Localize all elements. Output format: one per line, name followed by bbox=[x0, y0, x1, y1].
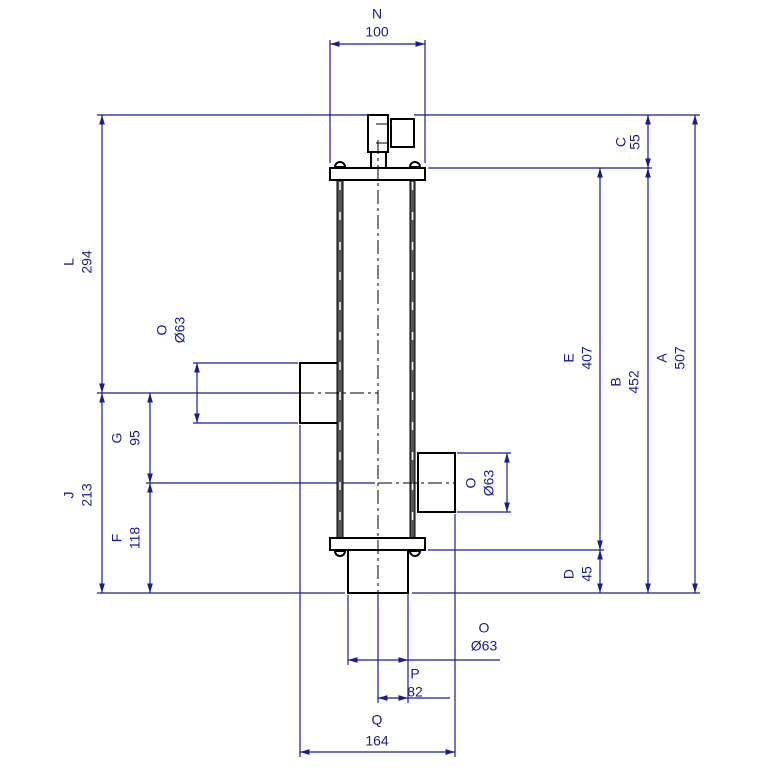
value-J: 213 bbox=[79, 483, 95, 507]
extension-lines bbox=[97, 40, 700, 757]
value-O-right: Ø63 bbox=[481, 470, 497, 497]
label-L: L bbox=[61, 258, 77, 266]
uv-unit bbox=[299, 114, 456, 600]
label-F: F bbox=[109, 534, 125, 543]
value-A: 507 bbox=[672, 346, 688, 370]
label-O-right: O bbox=[463, 477, 479, 488]
value-C: 55 bbox=[627, 134, 643, 150]
label-B: B bbox=[608, 377, 624, 386]
value-O-bottom: Ø63 bbox=[471, 638, 498, 654]
label-O-bottom: O bbox=[479, 620, 490, 636]
value-F: 118 bbox=[127, 527, 143, 550]
dimension-lines bbox=[99, 41, 698, 755]
label-D: D bbox=[561, 569, 577, 579]
value-D: 45 bbox=[579, 566, 595, 582]
value-B: 452 bbox=[626, 370, 642, 394]
label-E: E bbox=[561, 353, 577, 362]
label-A: A bbox=[654, 353, 670, 363]
value-Q: 164 bbox=[365, 733, 389, 749]
label-J: J bbox=[61, 492, 77, 499]
label-G: G bbox=[109, 433, 125, 444]
value-G: 95 bbox=[127, 430, 143, 446]
label-O-left: O bbox=[154, 324, 170, 335]
label-N: N bbox=[372, 6, 382, 22]
label-C: C bbox=[613, 137, 629, 147]
label-Q: Q bbox=[372, 712, 383, 728]
value-O-left: Ø63 bbox=[172, 317, 188, 344]
value-L: 294 bbox=[79, 250, 95, 274]
value-P: 82 bbox=[407, 684, 423, 700]
lamp-connector bbox=[367, 114, 415, 169]
dimension-labels: N 100 C 55 E 407 B 452 A 507 D 45 L 294 … bbox=[61, 6, 688, 749]
value-E: 407 bbox=[579, 346, 595, 370]
bolt-icons bbox=[333, 161, 422, 557]
value-N: 100 bbox=[365, 24, 389, 40]
label-P: P bbox=[410, 666, 419, 682]
